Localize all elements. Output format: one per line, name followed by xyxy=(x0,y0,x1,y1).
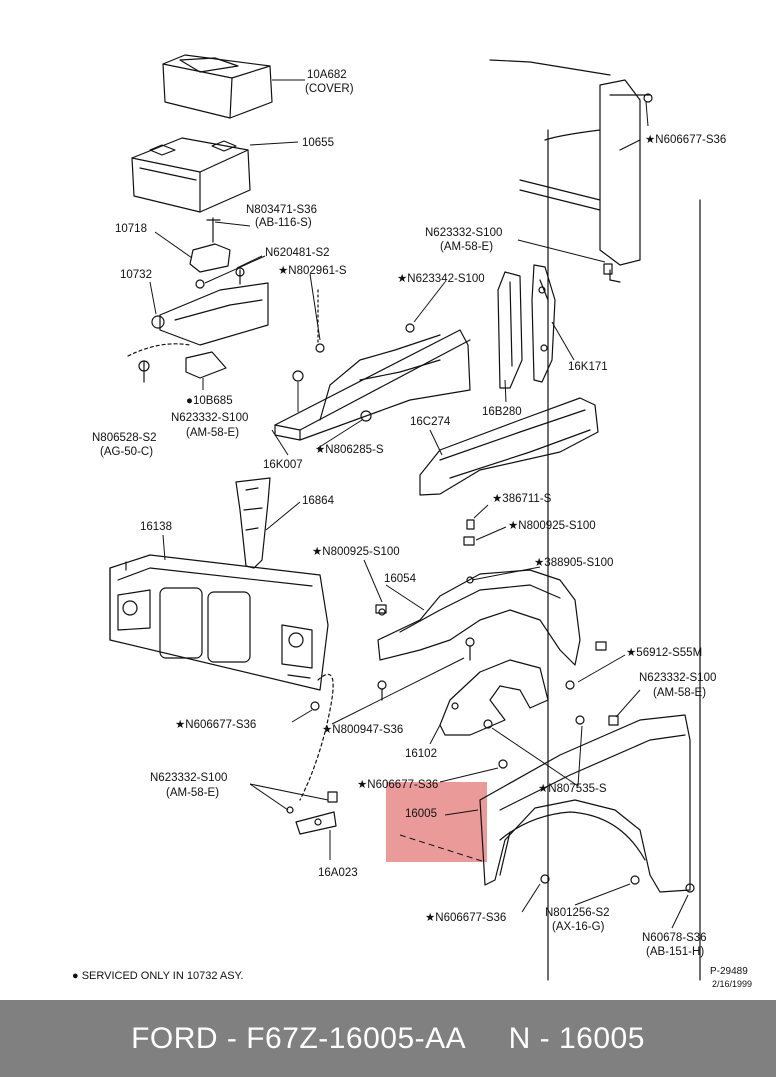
battery-cover-drawing xyxy=(162,54,273,119)
label-n807535: ★N807535-S xyxy=(538,783,607,795)
label-16c274: 16C274 xyxy=(410,416,451,428)
label-16b280: 16B280 xyxy=(482,406,522,418)
label-10732: 10732 xyxy=(120,269,152,281)
label-10718: 10718 xyxy=(115,223,147,235)
bracket-16a023-drawing xyxy=(286,791,338,835)
label-drawing-number: P-29489 xyxy=(710,966,748,977)
label-388905: ★388905-S100 xyxy=(534,557,613,569)
label-ab151: (AB-151-H) xyxy=(646,946,704,958)
label-drawing-date: 2/16/1999 xyxy=(712,979,752,989)
label-n806285: ★N806285-S xyxy=(315,444,384,456)
label-16a023: 16A023 xyxy=(318,867,358,879)
shield-16c274-drawing xyxy=(419,397,599,496)
label-n623332-a: N623332-S100 xyxy=(425,227,502,239)
leader-lines xyxy=(149,79,689,929)
splash-shield-16102-drawing xyxy=(439,659,549,736)
label-n623332-b: N623332-S100 xyxy=(171,412,248,424)
label-56912: ★56912-S55M xyxy=(626,647,702,659)
label-n606677-bottom: ★N606677-S36 xyxy=(425,912,506,924)
label-16054: 16054 xyxy=(384,573,417,585)
label-n606677-top: ★N606677-S36 xyxy=(645,134,726,146)
label-16k007: 16K007 xyxy=(263,459,303,471)
apron-seals-drawing xyxy=(497,264,556,389)
label-am58-d: (AM-58-E) xyxy=(166,787,219,799)
footer-bar: FORD - F67Z-16005-AA N - 16005 xyxy=(0,1000,776,1077)
label-n800925-b: ★N800925-S100 xyxy=(312,546,400,558)
wheelhouse-16054-drawing xyxy=(377,569,581,666)
fender-16005-drawing xyxy=(479,714,691,893)
label-n623342: ★N623342-S100 xyxy=(397,273,485,285)
parts-diagram: 10A682 (COVER) 10655 N803471-S36 (AB-116… xyxy=(72,54,752,989)
label-10b685: ●10B685 xyxy=(186,395,233,407)
label-386711: ★386711-S xyxy=(492,493,552,505)
label-n620481: N620481-S2 xyxy=(265,247,330,259)
support-16864-drawing xyxy=(235,477,271,569)
label-16005: 16005 xyxy=(405,808,437,820)
highlight-box xyxy=(386,782,487,862)
label-n606677-fender: ★N606677-S36 xyxy=(357,779,438,791)
label-16k171: 16K171 xyxy=(568,361,608,373)
label-ax16: (AX-16-G) xyxy=(552,921,605,933)
label-ab116: (AB-116-S) xyxy=(255,217,312,229)
footer-part-number: FORD - F67Z-16005-AA N - 16005 xyxy=(131,1021,645,1055)
label-n802961: ★N802961-S xyxy=(278,265,347,277)
bracket-16k007-drawing xyxy=(274,289,471,441)
label-n801256: N801256-S2 xyxy=(545,907,610,919)
label-16102: 16102 xyxy=(405,748,437,760)
label-16138: 16138 xyxy=(140,521,172,533)
label-n800947: ★N800947-S36 xyxy=(322,724,403,736)
label-cover: (COVER) xyxy=(305,83,354,95)
label-n803471: N803471-S36 xyxy=(246,204,317,216)
part-labels: 10A682 (COVER) 10655 N803471-S36 (AB-116… xyxy=(72,69,752,989)
label-am58-c: (AM-58-E) xyxy=(653,687,706,699)
label-n623332-c: N623332-S100 xyxy=(639,672,716,684)
label-n806528: N806528-S2 xyxy=(92,432,157,444)
label-n623332-d: N623332-S100 xyxy=(150,772,227,784)
label-10655: 10655 xyxy=(302,137,334,149)
label-ag50: (AG-50-C) xyxy=(100,446,153,458)
radiator-support-16138-drawing xyxy=(109,554,334,801)
label-n60678: N60678-S36 xyxy=(642,932,707,944)
body-pillar-drawing xyxy=(489,59,701,981)
battery-drawing xyxy=(131,137,251,213)
fasteners-drawing xyxy=(310,93,695,893)
label-am58-b: (AM-58-E) xyxy=(186,427,239,439)
battery-tray-drawing xyxy=(127,217,269,383)
label-16864: 16864 xyxy=(302,495,335,507)
label-n606677-mid: ★N606677-S36 xyxy=(175,719,256,731)
label-10a682: 10A682 xyxy=(307,69,347,81)
label-n800925-a: ★N800925-S100 xyxy=(508,520,596,532)
label-am58-a: (AM-58-E) xyxy=(440,241,493,253)
service-note: ● SERVICED ONLY IN 10732 ASY. xyxy=(72,970,244,982)
